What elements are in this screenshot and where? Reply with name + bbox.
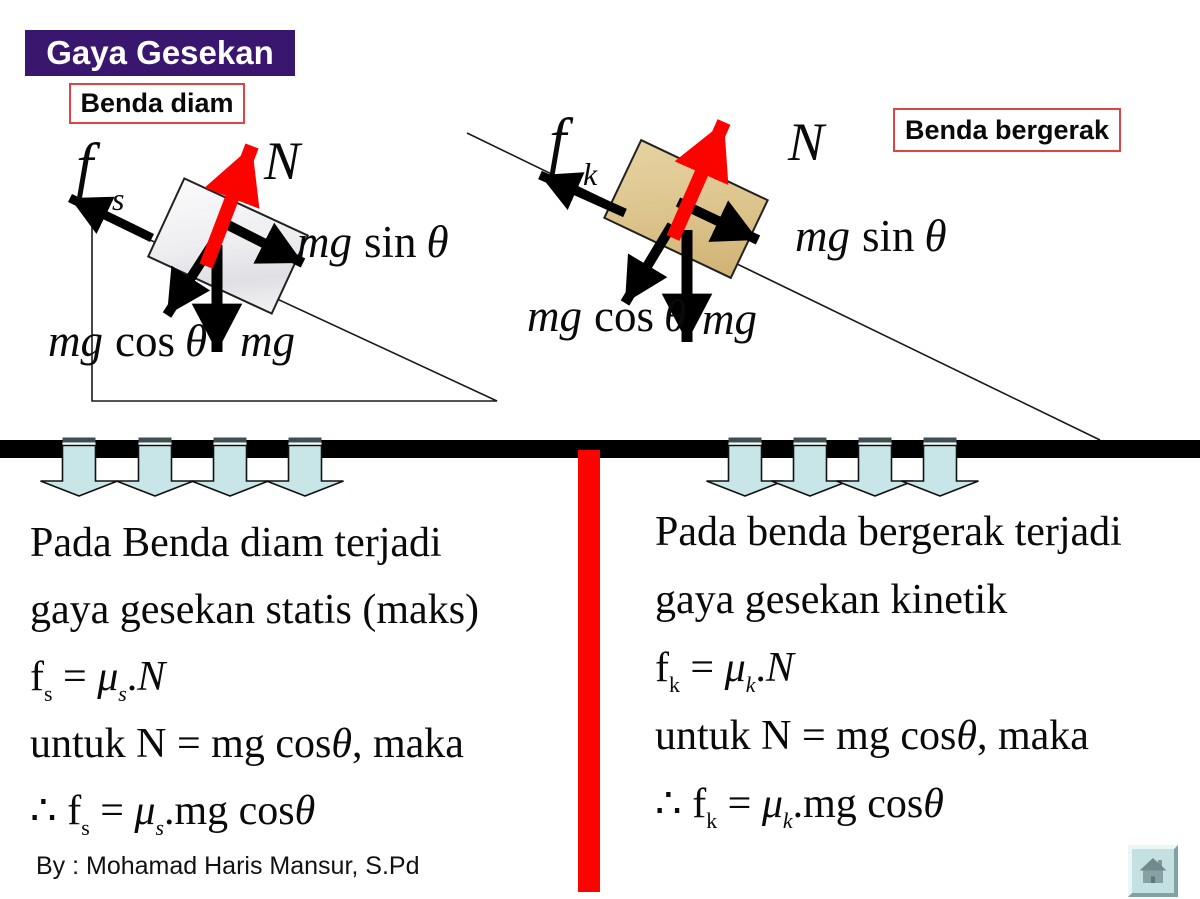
- friction-label-left: f: [76, 132, 101, 200]
- down-arrow: [40, 444, 118, 497]
- down-arrow: [706, 444, 784, 497]
- down-arrow: [771, 444, 849, 497]
- incline-triangle-left: [91, 211, 498, 402]
- down-arrow-cap: [138, 437, 172, 443]
- text-line: Pada Benda diam terjadi: [30, 520, 442, 566]
- incline-line-right: [466, 132, 1101, 441]
- friction-sub-left: s: [112, 181, 124, 217]
- friction-sub-right: k: [583, 156, 598, 192]
- page-title: Gaya Gesekan: [25, 30, 295, 76]
- down-arrow-gap: [923, 442, 957, 446]
- friction-arrow-right: [538, 170, 627, 218]
- down-arrow-cap: [923, 437, 957, 443]
- down-arrow-gap: [858, 442, 892, 446]
- down-arrow-cap: [288, 437, 322, 443]
- formula-line: fs = μs.N: [30, 654, 166, 706]
- home-icon: [1139, 858, 1167, 883]
- down-arrow-gap: [793, 442, 827, 446]
- text-line: gaya gesekan statis (maks): [30, 587, 480, 633]
- down-arrow: [901, 444, 979, 497]
- normal-force-arrow-left: [199, 143, 260, 269]
- text-line: untuk N = mg cosθ, maka: [655, 713, 1089, 759]
- down-arrow: [191, 444, 269, 497]
- static-friction-paragraph: Pada Benda diam terjadi gaya gesekan sta…: [30, 510, 479, 845]
- formula-line: fk = μk.N: [655, 645, 794, 697]
- text-line: gaya gesekan kinetik: [655, 577, 1008, 623]
- down-arrows-group: [40, 437, 979, 497]
- text-line: Pada benda bergerak terjadi: [655, 509, 1122, 555]
- formula-line: ∴ fk = μk.mg cosθ: [655, 781, 944, 833]
- down-arrow-gap: [213, 442, 247, 446]
- normal-label-left: N: [263, 131, 303, 191]
- down-arrow-cap: [858, 437, 892, 443]
- down-arrow-cap: [62, 437, 96, 443]
- text-line: untuk N = mg cosθ, maka: [30, 721, 464, 767]
- formula-line: ∴ fs = μs.mg cosθ: [30, 788, 316, 840]
- down-arrow-gap: [728, 442, 762, 446]
- friction-label-right: f: [549, 107, 574, 175]
- mg-sin-arrow-left: [219, 217, 306, 268]
- down-arrow-cap: [728, 437, 762, 443]
- friction-arrow-left: [68, 193, 154, 243]
- weight-label-right: mg: [702, 294, 757, 344]
- author-byline: By : Mohamad Haris Mansur, S.Pd: [36, 852, 420, 880]
- down-arrow: [266, 444, 344, 497]
- home-button[interactable]: [1128, 845, 1178, 897]
- weight-label-left: mg: [240, 316, 295, 366]
- normal-label-right: N: [787, 112, 827, 172]
- down-arrow-cap: [213, 437, 247, 443]
- down-arrow: [116, 444, 194, 497]
- down-arrow-gap: [288, 442, 322, 446]
- mg-cos-arrow-right: [620, 222, 677, 306]
- down-arrow-gap: [62, 442, 96, 446]
- red-divider: [578, 450, 600, 892]
- label-benda-diam: Benda diam: [69, 83, 245, 124]
- down-arrow: [836, 444, 914, 497]
- label-benda-bergerak: Benda bergerak: [893, 108, 1121, 152]
- kinetic-friction-paragraph: Pada benda bergerak terjadi gaya gesekan…: [655, 498, 1122, 838]
- normal-force-arrow-right: [666, 119, 731, 241]
- down-arrow-cap: [793, 437, 827, 443]
- down-arrow-gap: [138, 442, 172, 446]
